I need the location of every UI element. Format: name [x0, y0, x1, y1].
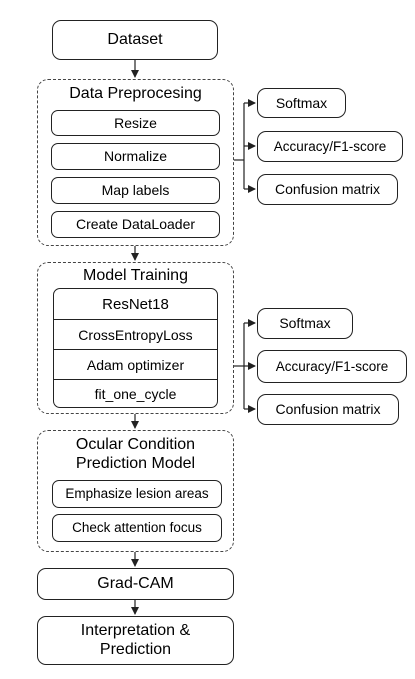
interpretation-line2: Prediction	[99, 640, 172, 658]
dataset-node: Dataset	[52, 20, 218, 60]
training-group: Model Training	[37, 262, 234, 414]
training-step-loss: CrossEntropyLoss	[54, 319, 217, 349]
prediction-step-label: Emphasize lesion areas	[65, 486, 209, 502]
output-label: Confusion matrix	[275, 401, 381, 418]
prediction-step-label: Check attention focus	[72, 520, 202, 536]
preprocessing-group: Data Preprocesing	[37, 79, 234, 246]
output-bottom-accuracy-f1: Accuracy/F1-score	[257, 350, 407, 383]
prediction-step-emphasize-lesions: Emphasize lesion areas	[52, 480, 222, 508]
preprocessing-step-label: Create DataLoader	[75, 216, 196, 233]
output-label: Confusion matrix	[274, 181, 381, 198]
output-label: Softmax	[275, 94, 328, 111]
training-steps-stack: ResNet18 CrossEntropyLoss Adam optimizer…	[53, 288, 218, 408]
preprocessing-step-resize: Resize	[51, 110, 220, 136]
prediction-model-group: Ocular Condition Prediction Model	[37, 430, 234, 552]
output-top-accuracy-f1: Accuracy/F1-score	[257, 131, 403, 162]
preprocessing-step-normalize: Normalize	[51, 143, 220, 170]
preprocessing-title: Data Preprocesing	[69, 85, 202, 102]
preprocessing-step-create-dataloader: Create DataLoader	[51, 211, 220, 238]
output-top-confusion-matrix: Confusion matrix	[257, 174, 398, 205]
prediction-model-title: Ocular Condition Prediction Model	[38, 435, 233, 473]
interpretation-node: Interpretation & Prediction	[37, 616, 234, 665]
preprocessing-step-map-labels: Map labels	[51, 177, 220, 204]
preprocessing-step-label: Normalize	[103, 148, 167, 165]
dataset-label: Dataset	[107, 30, 163, 48]
training-step-fit-one-cycle: fit_one_cycle	[54, 379, 217, 407]
preprocessing-step-label: Map labels	[101, 182, 170, 199]
gradcam-node: Grad-CAM	[37, 568, 234, 600]
training-title: Model Training	[83, 267, 188, 284]
output-bottom-confusion-matrix: Confusion matrix	[257, 394, 399, 425]
output-label: Softmax	[279, 315, 331, 332]
gradcam-label: Grad-CAM	[97, 574, 174, 592]
training-step-optimizer: Adam optimizer	[54, 349, 217, 379]
preprocessing-step-label: Resize	[114, 114, 157, 131]
output-top-softmax: Softmax	[257, 88, 346, 118]
prediction-model-title-line1: Ocular Condition	[75, 436, 196, 453]
training-step-resnet18: ResNet18	[102, 295, 169, 313]
output-bottom-softmax: Softmax	[257, 308, 353, 339]
prediction-model-title-line2: Prediction Model	[75, 455, 196, 473]
output-label: Accuracy/F1-score	[275, 358, 389, 374]
prediction-step-check-attention: Check attention focus	[52, 514, 222, 542]
interpretation-line1: Interpretation &	[80, 622, 191, 640]
output-label: Accuracy/F1-score	[273, 138, 387, 154]
